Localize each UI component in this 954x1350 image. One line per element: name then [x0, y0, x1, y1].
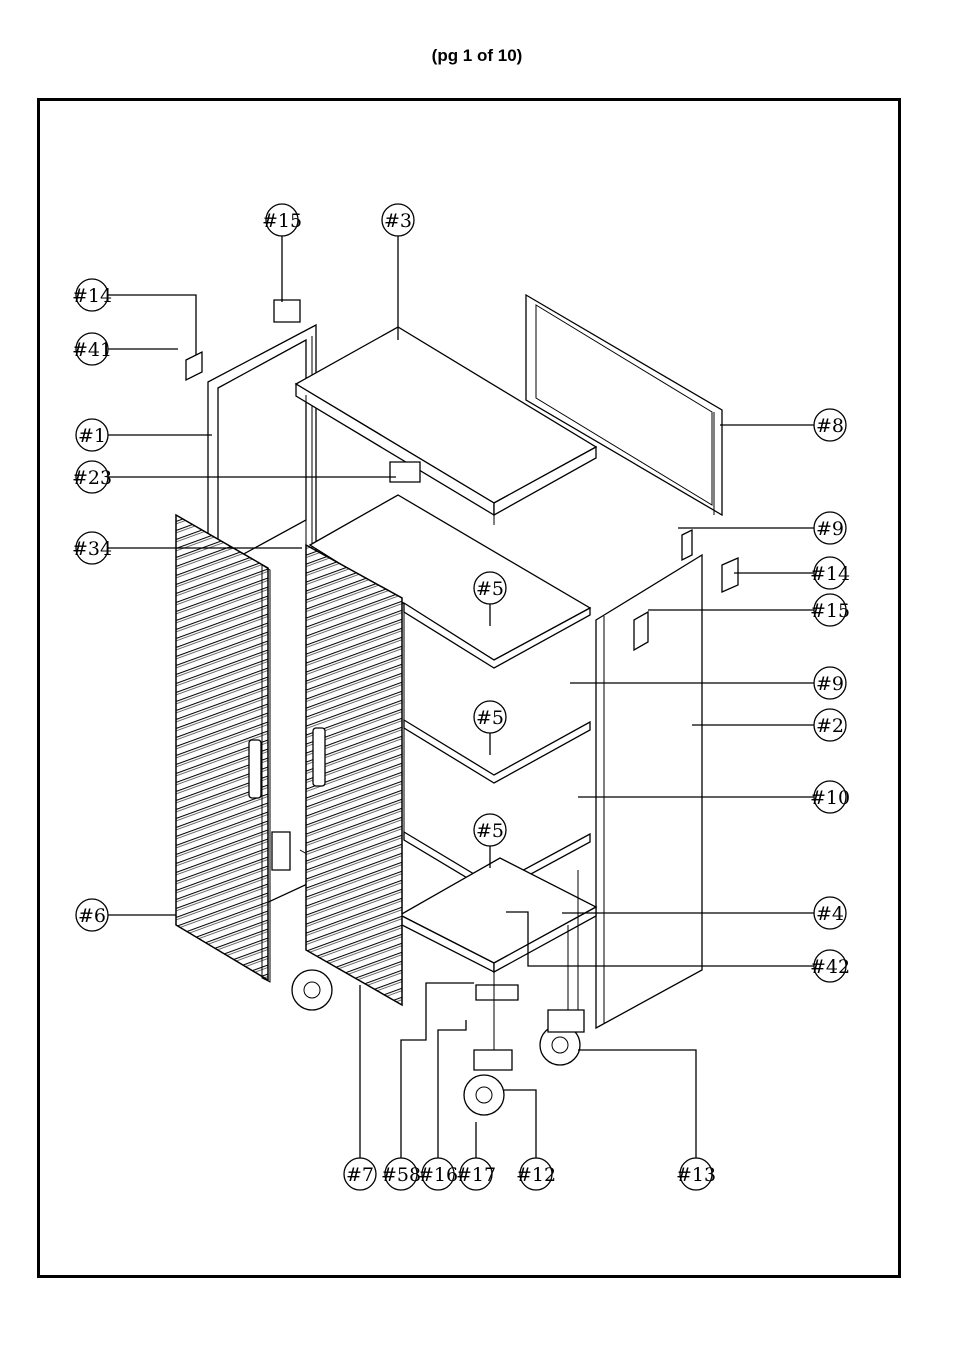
callout-41: #41: [72, 332, 112, 366]
callout-label: #14: [810, 563, 850, 585]
shelves: [308, 494, 592, 895]
callout-label: #1: [78, 425, 106, 447]
callout-label: #42: [810, 956, 850, 978]
callout-label: #9: [816, 518, 844, 540]
callout-58: #58: [381, 1157, 421, 1191]
callout-label: #3: [384, 210, 412, 232]
bottom-panel: [299, 849, 598, 974]
casters: [291, 870, 585, 1116]
left-door: [175, 513, 271, 983]
callout-label: #5: [476, 707, 504, 729]
callout-label: #58: [381, 1164, 421, 1186]
callout-14-left: #14: [72, 278, 112, 312]
callout-4: #4: [813, 896, 847, 930]
callout-label: #14: [72, 285, 112, 307]
callout-2: #2: [813, 708, 847, 742]
callout-17: #17: [456, 1157, 496, 1191]
callout-5-middle: #5: [473, 700, 507, 734]
callout-7: #7: [343, 1157, 377, 1191]
callout-15-top: #15: [262, 203, 302, 237]
callout-23: #23: [72, 460, 112, 494]
callout-label: #15: [810, 600, 850, 622]
callout-8: #8: [813, 408, 847, 442]
callout-label: #16: [418, 1164, 458, 1186]
callout-label: #2: [816, 715, 844, 737]
callout-42: #42: [810, 949, 850, 983]
callout-label: #12: [516, 1164, 556, 1186]
callout-label: #10: [810, 787, 850, 809]
callout-label: #8: [816, 415, 844, 437]
callout-label: #41: [72, 339, 112, 361]
right-door: [305, 543, 403, 1007]
callout-14-right: #14: [810, 556, 850, 590]
callout-1: #1: [75, 418, 109, 452]
callout-label: #7: [346, 1164, 374, 1186]
leader-lines: [108, 236, 814, 1158]
callout-5-top: #5: [473, 571, 507, 605]
callout-label: #17: [456, 1164, 496, 1186]
callout-6: #6: [75, 898, 109, 932]
right-side-panel: [595, 528, 703, 1030]
callout-label: #34: [72, 538, 112, 560]
back-panel: [525, 293, 723, 517]
callout-label: #4: [816, 903, 844, 925]
callout-label: #15: [262, 210, 302, 232]
callout-label: #5: [476, 820, 504, 842]
callout-9-middle: #9: [813, 666, 847, 700]
callout-16: #16: [418, 1157, 458, 1191]
callout-10: #10: [810, 780, 850, 814]
callout-label: #6: [78, 905, 106, 927]
page-number-header: (pg 1 of 10): [431, 46, 523, 65]
corner-brackets: [185, 299, 739, 871]
callout-label: #9: [816, 673, 844, 695]
callout-label: #5: [476, 578, 504, 600]
callout-label: #13: [676, 1164, 716, 1186]
diagram-frame: [37, 98, 901, 1278]
callout-13: #13: [676, 1157, 716, 1191]
callout-3: #3: [381, 203, 415, 237]
callout-34: #34: [72, 531, 112, 565]
top-panel: [294, 326, 598, 525]
callout-15-right: #15: [810, 593, 850, 627]
callout-12: #12: [516, 1157, 556, 1191]
callout-label: #23: [72, 467, 112, 489]
callout-9-top: #9: [813, 511, 847, 545]
callout-5-bottom: #5: [473, 813, 507, 847]
